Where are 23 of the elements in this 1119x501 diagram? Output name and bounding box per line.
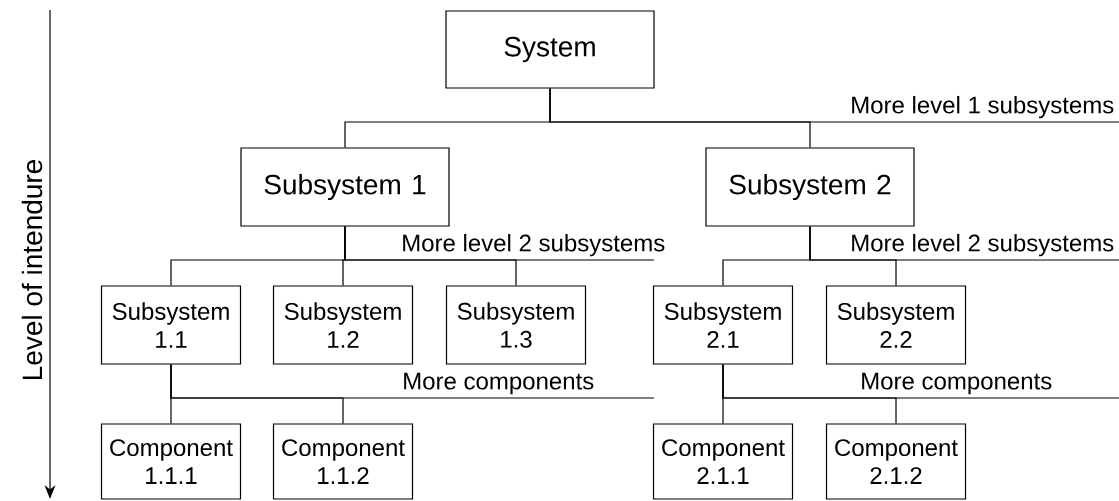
- hierarchy-box: Subsystem 1.3: [445, 285, 587, 365]
- edge-label: More level 1 subsystems: [848, 94, 1116, 120]
- connector-line: [722, 364, 897, 424]
- hierarchy-box: Component 2.1.1: [652, 423, 794, 500]
- edge-label: More level 2 subsystems: [399, 232, 667, 258]
- hierarchy-box: Subsystem 1.2: [272, 285, 414, 365]
- hierarchy-box: Component 1.1.1: [100, 423, 242, 500]
- hierarchy-box: Subsystem 2.2: [825, 285, 967, 365]
- connector-line: [170, 364, 344, 424]
- hierarchy-box: Subsystem 1: [240, 147, 450, 227]
- hierarchy-box: Subsystem 2.1: [652, 285, 794, 365]
- hierarchy-box: System: [445, 10, 655, 89]
- connector-line: [549, 88, 811, 148]
- hierarchy-box: Component 2.1.2: [825, 423, 967, 500]
- hierarchy-box: Component 1.1.2: [272, 423, 414, 500]
- connector-line: [344, 226, 517, 286]
- edge-label: More level 2 subsystems: [848, 232, 1116, 258]
- axis-label: Level of intendure: [21, 160, 43, 379]
- edge-label: More components: [400, 371, 596, 396]
- hierarchy-box: Subsystem 1.1: [100, 285, 242, 365]
- edge-label: More components: [858, 371, 1054, 396]
- hierarchy-box: Subsystem 2: [705, 147, 915, 227]
- connector-line: [809, 226, 897, 286]
